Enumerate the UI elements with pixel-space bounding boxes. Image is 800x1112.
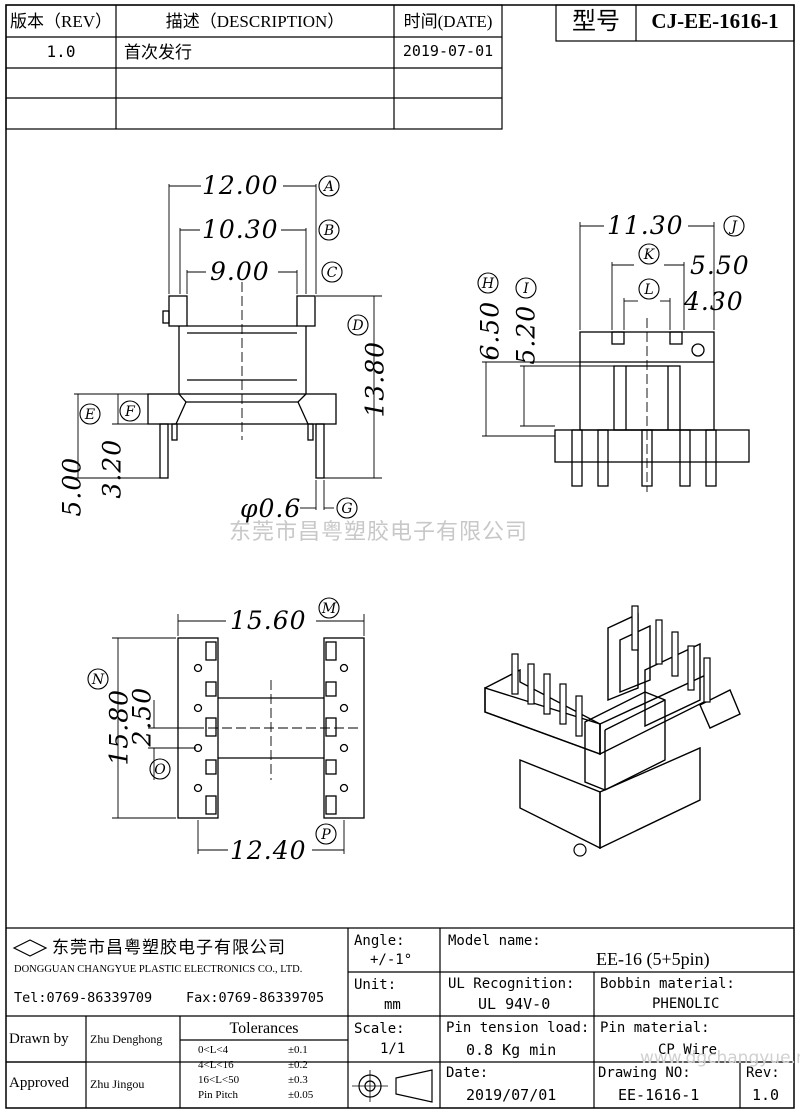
callout-o-circle [149,758,171,780]
callout-p-circle [315,823,337,845]
approved-name: Zhu Jingou [90,1077,145,1091]
callout-e-circle [79,403,101,425]
callout-g-letter: G [341,501,352,517]
date-label: Date: [446,1065,489,1081]
company-watermark: 东莞市昌粤塑胶电子有限公司 [229,520,529,545]
tolerance-value-4: ±0.05 [288,1089,314,1101]
company-tel: Tel:0769-86339709 [14,990,153,1006]
dim-k-value: 5.50 [690,251,750,280]
dim-a-value: 12.00 [202,171,279,200]
callout-h-circle [477,272,499,294]
dim-l-value: 4.30 [684,287,744,316]
company-name-cn: 东莞市昌粤塑胶电子有限公司 [52,938,286,957]
callout-m-circle [318,597,340,619]
rev-header-version: 版本（REV） [10,12,112,31]
angle-label: Angle: [354,933,405,949]
callout-e-letter: E [84,407,95,423]
model-box-value: CJ-EE-1616-1 [651,9,779,33]
callout-k-letter: K [643,247,656,263]
rev-row-1-version: 1.0 [46,42,76,61]
callout-a-letter: A [322,179,334,195]
bobbin-material-label: Bobbin material: [600,976,735,992]
company-fax: Fax:0769-86339705 [186,990,325,1006]
rev-row-1-description: 首次发行 [124,43,192,62]
website-watermark: www.dgchangyue.net [640,1048,800,1068]
rev-row-1-date: 2019-07-01 [402,42,494,60]
tolerance-value-3: ±0.3 [288,1074,308,1086]
callout-i-circle [515,277,537,299]
callout-f-letter: F [124,404,136,420]
model-box-label: 型号 [572,9,620,35]
callout-n-circle [87,668,109,690]
ul-recognition-label: UL Recognition: [448,976,575,992]
dim-g-value: φ0.6 [240,494,302,523]
callout-b-letter: B [323,223,334,239]
callout-d-letter: D [351,318,363,334]
rev-header-description: 描述（DESCRIPTION） [165,12,345,31]
rev-value: 1.0 [752,1086,780,1104]
callout-l-letter: L [643,282,653,298]
tolerance-range-4: Pin Pitch [198,1089,239,1101]
pin-material-value: CP Wire [658,1042,718,1058]
callout-f-circle [119,400,141,422]
callout-m-letter: M [321,601,337,617]
callout-k-circle [638,243,660,265]
company-name-en: DONGGUAN CHANGYUE PLASTIC ELECTRONICS CO… [14,964,303,975]
dim-b-value: 10.30 [202,215,279,244]
scale-value: 1/1 [380,1041,406,1057]
unit-value: mm [384,997,401,1013]
tolerance-value-2: ±0.2 [288,1059,308,1071]
callout-c-letter: C [327,265,338,281]
angle-value: +/-1° [370,952,413,968]
callout-d-circle [347,314,369,336]
callout-i-letter: I [522,281,529,297]
bobbin-material-value: PHENOLIC [652,996,720,1012]
model-name-value: EE-16 (5+5pin) [596,949,710,969]
callout-b-circle [318,219,340,241]
drawing-no-label: Drawing NO: [598,1065,691,1081]
callout-c-circle [321,261,343,283]
tolerances-label: Tolerances [229,1020,299,1037]
callout-n-letter: N [91,672,105,688]
callout-j-circle [723,215,745,237]
tolerance-range-3: 16<L<50 [198,1074,240,1086]
scale-label: Scale: [354,1021,405,1037]
approved-label: Approved [9,1075,69,1091]
callout-h-letter: H [481,276,495,292]
date-value: 2019/07/01 [466,1086,557,1104]
callout-a-circle [318,175,340,197]
callout-l-circle [638,278,660,300]
rev-label: Rev: [746,1065,780,1081]
unit-label: Unit: [354,977,397,993]
drawn-by-label: Drawn by [9,1031,69,1047]
callout-j-letter: J [728,219,738,235]
callout-g-circle [336,497,358,519]
drawn-by-name: Zhu Denghong [90,1032,163,1046]
dim-c-value: 9.00 [210,257,270,286]
pin-tension-label: Pin tension load: [446,1020,590,1036]
dim-p-value: 12.40 [230,836,307,865]
tolerance-range-1: 0<L<4 [198,1044,229,1056]
model-name-label: Model name: [448,933,541,949]
drawing-no-value: EE-1616-1 [618,1086,700,1104]
callout-p-letter: P [320,827,331,843]
tolerance-value-1: ±0.1 [288,1044,308,1056]
dim-j-value: 11.30 [607,211,684,240]
pin-material-label: Pin material: [600,1020,710,1036]
pin-tension-value: 0.8 Kg min [466,1041,557,1059]
callout-o-letter: O [154,762,166,778]
tolerance-range-2: 4<L<16 [198,1059,234,1071]
ul-recognition-value: UL 94V-0 [478,995,551,1013]
rev-header-date: 时间(DATE) [403,12,493,31]
dim-m-value: 15.60 [230,606,307,635]
